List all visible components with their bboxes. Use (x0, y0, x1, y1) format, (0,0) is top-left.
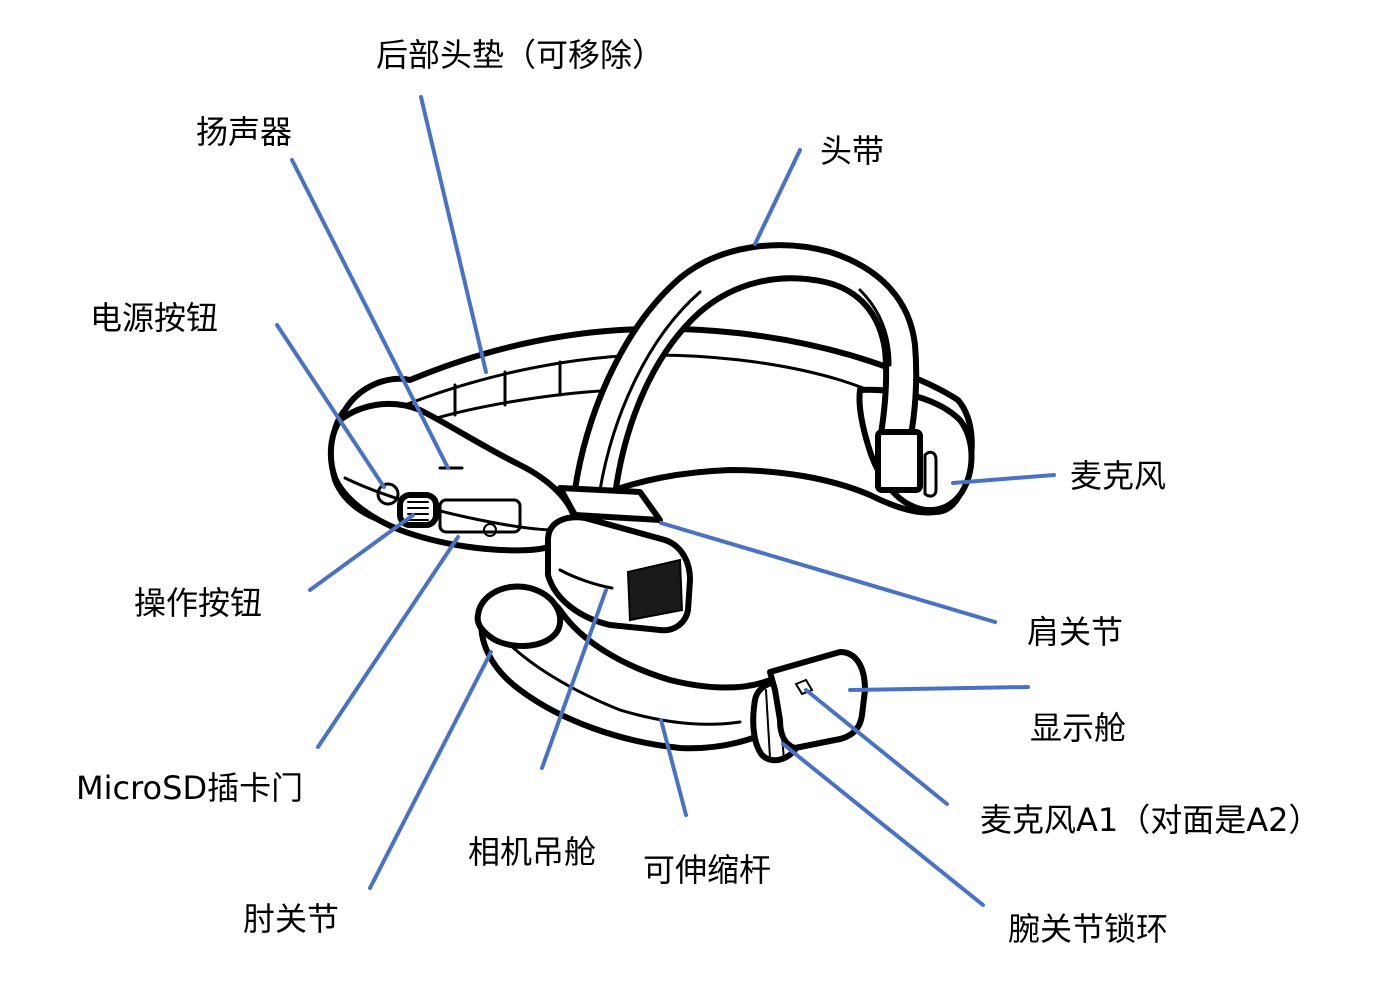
leader-mic-a1 (804, 688, 949, 806)
rear-pad-bottom (428, 388, 622, 422)
top-headband-inner (598, 288, 892, 492)
leader-shoulder-joint (659, 521, 997, 624)
label-power-button: 电源按钮 (90, 299, 219, 337)
leader-elbow-joint (368, 650, 493, 890)
label-camera-pod: 相机吊舱 (468, 833, 597, 871)
leader-telescopic-rod (659, 718, 688, 817)
headset-illustration (327, 242, 975, 764)
leader-speaker (290, 158, 450, 470)
microsd-door-shape (438, 498, 522, 534)
leader-display-pod (848, 685, 1030, 692)
label-mic-a1: 麦克风A1（对面是A2） (980, 801, 1321, 839)
housing-seam (343, 476, 557, 532)
leader-rear-pad (419, 95, 488, 374)
strap-join (557, 485, 663, 523)
label-shoulder-joint: 肩关节 (1027, 613, 1124, 651)
boom-arm-highlight (503, 638, 742, 726)
camera-pod-seam (558, 568, 614, 590)
label-rear-pad: 后部头垫（可移除） (376, 36, 665, 74)
power-button-shape (376, 482, 400, 506)
leader-power-button (275, 323, 386, 489)
camera-lens (626, 558, 684, 622)
label-headband: 头带 (820, 132, 885, 170)
label-microsd-door: MicroSD插卡门 (76, 769, 304, 807)
leader-camera-pod (540, 588, 608, 770)
microsd-indicator (483, 523, 497, 537)
label-microphone: 麦克风 (1070, 457, 1167, 495)
leader-headband (753, 148, 802, 246)
leader-microsd-door (316, 535, 460, 749)
leader-microphone (951, 473, 1056, 485)
leader-lines (275, 95, 1056, 907)
label-speaker: 扬声器 (196, 113, 293, 151)
leader-action-button (308, 513, 415, 592)
headband-buckle (875, 429, 923, 493)
label-telescopic-rod: 可伸缩杆 (643, 851, 772, 889)
label-display-pod: 显示舱 (1030, 709, 1127, 747)
display-pod-mic-hole (794, 678, 814, 696)
label-wrist-lock-ring: 腕关节锁环 (1008, 910, 1169, 948)
elbow-joint-shape (474, 583, 564, 649)
label-elbow-joint: 肘关节 (243, 900, 340, 938)
action-button-grille (407, 501, 429, 521)
label-action-button: 操作按钮 (134, 584, 263, 622)
leader-wrist-lock-ring (781, 742, 985, 907)
rear-pad-segments (453, 355, 622, 417)
